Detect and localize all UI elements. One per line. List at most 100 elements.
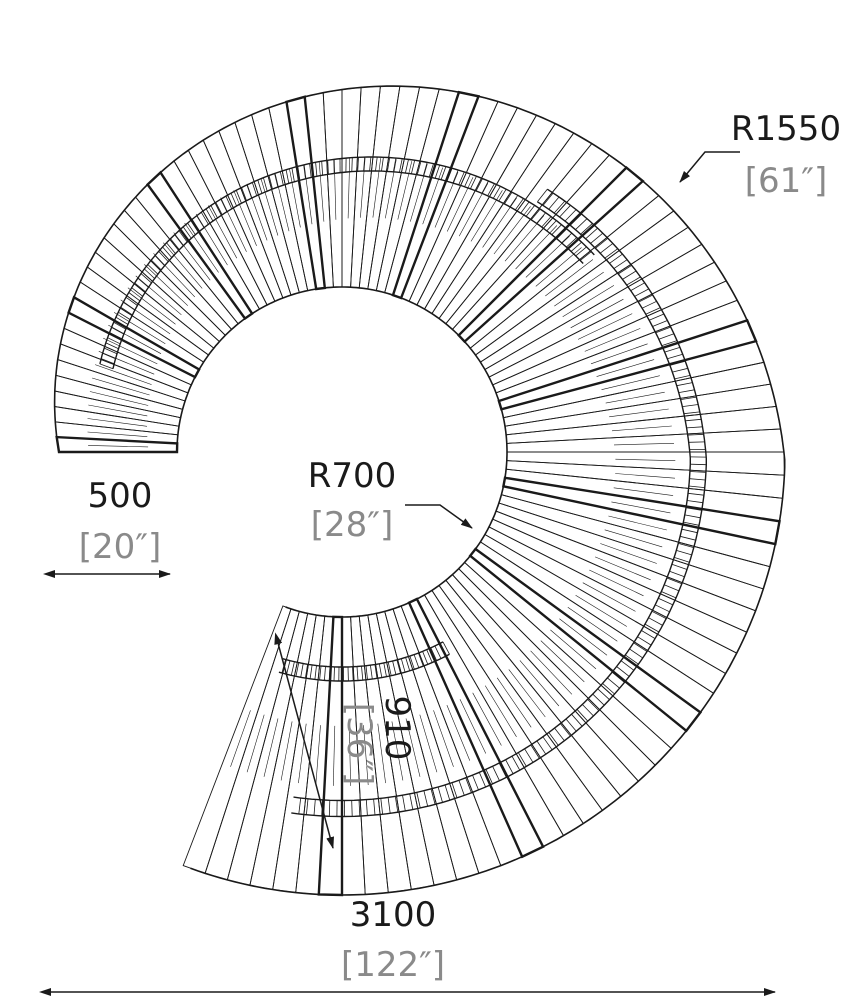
right-band-hatch <box>373 798 376 816</box>
roller-detail <box>163 242 203 289</box>
roller-detail <box>601 375 660 390</box>
upper-band-hatch <box>215 202 223 215</box>
roller-detail <box>372 158 381 218</box>
right-band-hatch <box>451 782 458 798</box>
roller-detail <box>422 167 443 225</box>
upper-band-hatch <box>411 160 416 174</box>
right-band-hatch <box>689 471 706 473</box>
roller-detail <box>472 692 502 746</box>
right-band-hatch <box>651 610 667 619</box>
right-band-hatch <box>465 777 472 793</box>
upper-band-hatch <box>399 158 403 173</box>
roller-detail <box>87 418 148 427</box>
lower-band-hatch <box>442 641 450 655</box>
upper-band-hatch <box>115 316 129 325</box>
right-band-hatch <box>511 756 521 771</box>
upper-band-hatch <box>131 287 143 297</box>
lower-band-hatch <box>418 652 424 667</box>
upper-band-hatch <box>257 179 263 194</box>
right-band-rail-outer <box>291 188 707 818</box>
right-band-hatch <box>565 718 577 732</box>
lower-band-hatch <box>314 665 317 680</box>
lower-band-hatch <box>333 666 335 681</box>
roller-detail <box>433 710 454 767</box>
upper-band-hatch <box>274 173 279 188</box>
roller-detail <box>470 190 503 242</box>
upper-band-hatch <box>154 255 165 266</box>
roller-segment <box>474 541 715 714</box>
upper-band-hatch <box>487 183 495 196</box>
inner-radius-value: R700 <box>308 456 397 496</box>
right-band-hatch <box>626 276 641 286</box>
roller-detail <box>289 168 301 228</box>
right-band-hatch <box>351 800 353 817</box>
roller-detail <box>195 213 228 266</box>
roller-detail <box>233 190 257 247</box>
roller-detail <box>108 324 162 354</box>
upper-band-hatch <box>514 198 524 211</box>
roller-segment <box>204 608 300 881</box>
outer-edge <box>53 85 786 896</box>
upper-band-hatch <box>492 186 501 199</box>
lower-band-hatch <box>370 665 373 680</box>
lower-band-hatch <box>374 664 378 679</box>
roller-detail <box>582 582 636 612</box>
radius-leaders <box>405 151 740 529</box>
roller-detail <box>315 725 321 786</box>
right-band-hatch <box>530 744 540 759</box>
roller-segment <box>495 502 764 612</box>
right-band-hatch <box>580 223 593 235</box>
roller-detail <box>590 343 648 365</box>
right-band-hatch <box>590 232 604 244</box>
roller-segment <box>505 405 782 444</box>
roller-segment <box>341 86 362 288</box>
lower-band-hatch <box>295 662 300 677</box>
roller-detail <box>263 718 279 777</box>
roller-segment <box>249 612 317 891</box>
lower-band-hatch <box>387 661 392 676</box>
roller-detail <box>397 161 413 220</box>
right-band-hatch <box>634 288 649 297</box>
roller-segment <box>159 160 261 315</box>
roller-detail <box>611 425 672 432</box>
upper-band-hatch <box>422 162 428 176</box>
roller-segment <box>400 602 523 867</box>
upper-band-hatch <box>235 190 242 204</box>
upper-band-hatch <box>351 157 353 172</box>
right-band-hatch <box>542 192 554 206</box>
roller-detail <box>615 458 676 461</box>
lower-band-hatch <box>392 660 397 675</box>
lower-band-hatch <box>290 661 295 676</box>
right-band-hatch <box>669 570 685 578</box>
upper-band-hatch <box>147 264 159 275</box>
right-band-hatch <box>676 550 692 556</box>
lower-band-hatch <box>413 654 420 668</box>
right-band-hatch <box>638 294 653 303</box>
right-band-hatch <box>686 426 703 429</box>
right-band-hatch <box>637 636 652 646</box>
upper-band-hatch <box>268 175 273 190</box>
roller-detail <box>611 501 671 514</box>
roller-segment <box>463 555 687 750</box>
roller-detail <box>173 232 211 281</box>
right-band-hatch <box>599 243 614 254</box>
upper-band-hatch <box>536 212 546 224</box>
right-band-hatch <box>661 591 677 599</box>
upper-band-hatch <box>113 321 126 330</box>
roller-detail <box>120 299 171 335</box>
right-band-hatch <box>542 736 553 751</box>
upper-band-hatch <box>241 187 247 201</box>
upper-band-hatch <box>504 191 513 205</box>
roller-detail <box>230 710 251 767</box>
end-width-arrow <box>274 632 335 849</box>
right-band-hatch <box>416 792 421 809</box>
dimension-arrows <box>39 570 776 996</box>
lower-band-hatch <box>361 666 364 681</box>
right-band-hatch <box>687 500 703 504</box>
right-band-hatch <box>678 543 694 548</box>
right-band-hatch <box>444 784 451 801</box>
roller-segment <box>506 451 785 476</box>
right-band-hatch <box>630 282 645 291</box>
upper-band-hatch <box>561 232 573 244</box>
roller-detail <box>94 364 152 385</box>
